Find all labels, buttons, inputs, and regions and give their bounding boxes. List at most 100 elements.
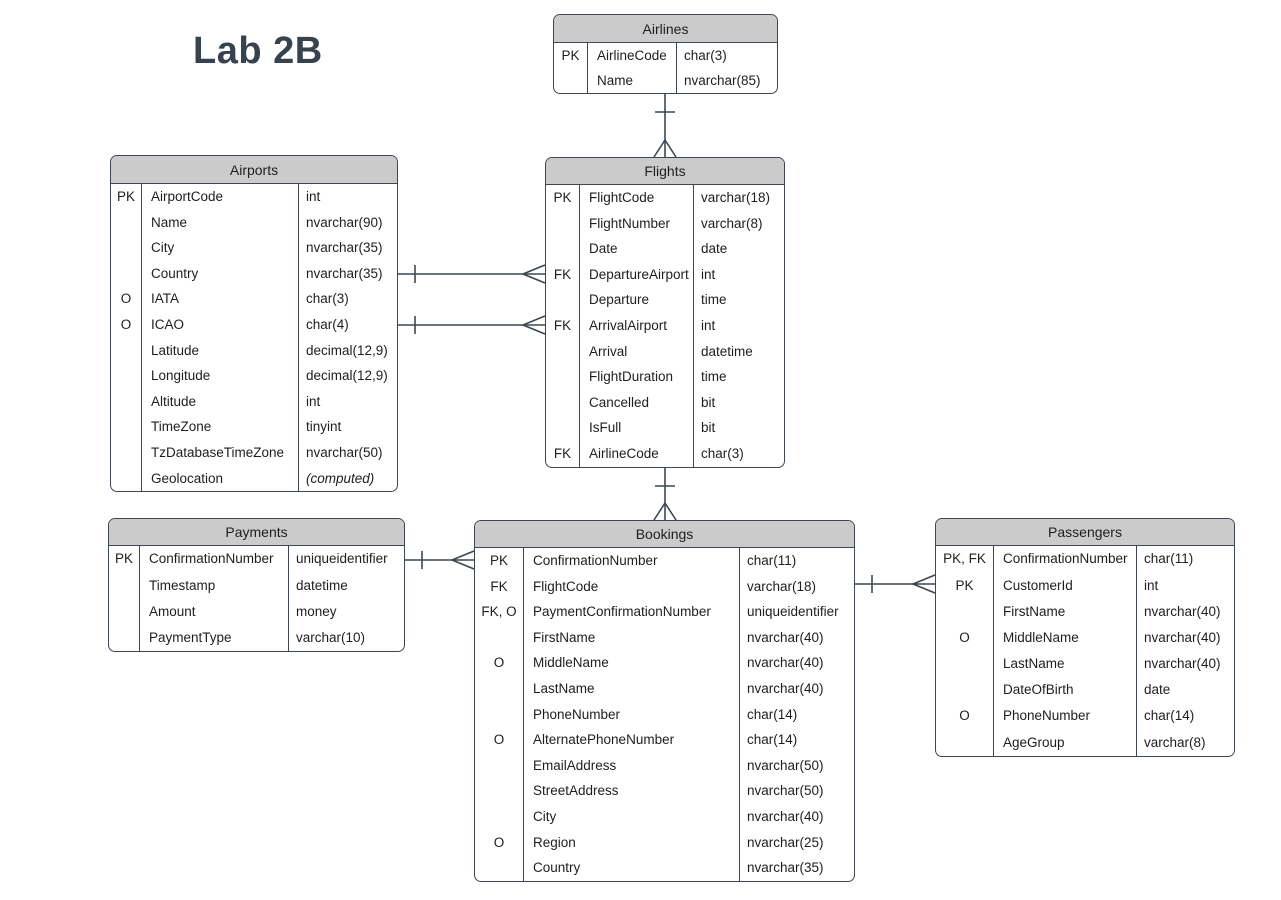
type-cell: nvarchar(35) [306,265,383,281]
field-cell: FlightNumber [580,210,694,237]
key-cell [936,650,994,677]
key-cell [475,855,524,881]
type-cell: nvarchar(40) [747,681,824,697]
type-cell: nvarchar(50) [747,783,824,799]
key-cell [109,598,140,625]
field-cell: DepartureAirport [580,261,694,288]
key-cell: FK [546,440,580,467]
type-cell: varchar(10) [296,629,366,645]
type-cell: uniqueidentifier [747,604,839,620]
key-cell: FK [546,261,580,288]
type-cell: char(3) [701,445,744,461]
key-cell: PK, FK [936,546,994,573]
key-cell [111,260,142,287]
key-cell: PK [111,184,142,210]
key-cell: O [936,624,994,651]
field-cell: LastName [994,650,1137,677]
key-cell [111,235,142,261]
type-cell: char(14) [1144,708,1195,724]
key-cell: O [936,703,994,730]
type-cell: nvarchar(40) [747,655,824,671]
key-cell: O [475,727,524,753]
key-cell [936,729,994,756]
field-cell: ArrivalAirport [580,312,694,339]
field-cell: Altitude [142,388,299,415]
entity-title-airlines: Airlines [554,15,777,43]
type-cell: (computed) [306,470,375,486]
field-cell: AirportCode [142,184,299,210]
key-cell [554,68,588,93]
field-cell: ConfirmationNumber [994,546,1137,573]
type-cell: datetime [701,343,753,359]
attribute-row-firstname: FirstName nvarchar(40) [475,624,854,651]
type-cell: nvarchar(35) [747,860,824,876]
key-cell: PK [554,43,588,68]
key-cell [475,675,524,702]
key-cell [111,388,142,415]
entity-title-payments: Payments [109,519,404,546]
key-cell: O [111,286,142,312]
type-cell: date [701,241,728,257]
field-cell: Country [142,260,299,287]
field-cell: AirlineCode [580,440,694,467]
key-cell: PK [475,548,524,574]
type-cell: nvarchar(40) [747,629,824,645]
key-cell: FK [475,573,524,600]
field-cell: Timestamp [140,572,289,599]
connector-airports-flights-departure [398,264,546,284]
key-cell [546,287,580,313]
field-cell: CustomerId [994,572,1137,599]
field-cell: Date [580,236,694,262]
field-cell: FlightDuration [580,364,694,390]
type-cell: datetime [296,577,348,593]
entity-title-passengers: Passengers [936,519,1234,546]
type-cell: nvarchar(40) [1144,629,1221,645]
connector-flights-bookings [653,466,677,521]
key-cell [109,572,140,599]
key-cell [546,210,580,237]
key-cell: FK, O [475,599,524,625]
key-cell: PK [936,572,994,599]
field-cell: AirlineCode [588,43,677,68]
type-cell: nvarchar(25) [747,834,824,850]
attribute-row-geolocation: Geolocation(computed) [111,465,397,492]
type-cell: nvarchar(85) [684,72,761,88]
field-cell: Cancelled [580,389,694,416]
field-cell: Name [142,209,299,236]
field-cell: Latitude [142,337,299,364]
field-cell: ICAO [142,311,299,338]
field-cell: FirstName [524,624,740,651]
field-cell: ConfirmationNumber [524,548,740,574]
type-cell: decimal(12,9) [306,342,388,358]
key-cell [475,624,524,651]
type-cell: char(14) [747,706,798,722]
attribute-row-country: Country nvarchar(35) [111,260,397,287]
